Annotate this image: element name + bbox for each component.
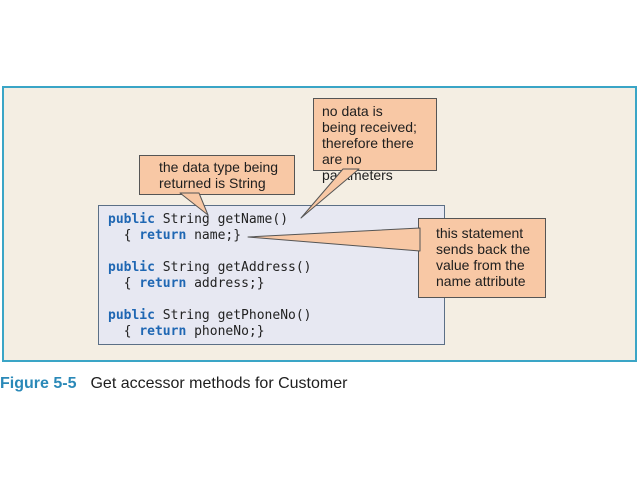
code-keyword: return — [139, 276, 187, 291]
code-line: public String getAddress() — [108, 260, 312, 276]
code-text: String getAddress() — [154, 260, 312, 275]
code-text: { — [108, 324, 140, 339]
code-text: { — [108, 228, 140, 243]
callout-return-type: the data type being returned is String — [139, 155, 295, 195]
code-line: { return address;} — [108, 276, 265, 292]
code-line: { return phoneNo;} — [108, 324, 265, 340]
code-text: String getName() — [154, 212, 289, 227]
callout-return-statement: this statement sends back the value from… — [418, 218, 546, 298]
code-line: { return name;} — [108, 228, 241, 244]
callout-no-parameters: no data is being received; therefore the… — [313, 98, 437, 183]
code-text: { — [108, 276, 140, 291]
code-line: public String getPhoneNo() — [108, 308, 312, 324]
code-text: name;} — [186, 228, 242, 243]
code-keyword: return — [139, 324, 187, 339]
code-keyword: public — [108, 308, 155, 323]
figure-caption: Figure 5-5 Get accessor methods for Custo… — [0, 374, 347, 394]
figure-title: Get accessor methods for Customer — [90, 375, 348, 392]
code-text: address;} — [186, 276, 265, 291]
code-keyword: public — [108, 212, 155, 227]
code-text: phoneNo;} — [186, 324, 265, 339]
code-text: String getPhoneNo() — [154, 308, 312, 323]
figure-number: Figure 5-5 — [0, 375, 77, 392]
code-line: public String getName() — [108, 212, 288, 228]
code-keyword: public — [108, 260, 155, 275]
code-keyword: return — [139, 228, 187, 243]
